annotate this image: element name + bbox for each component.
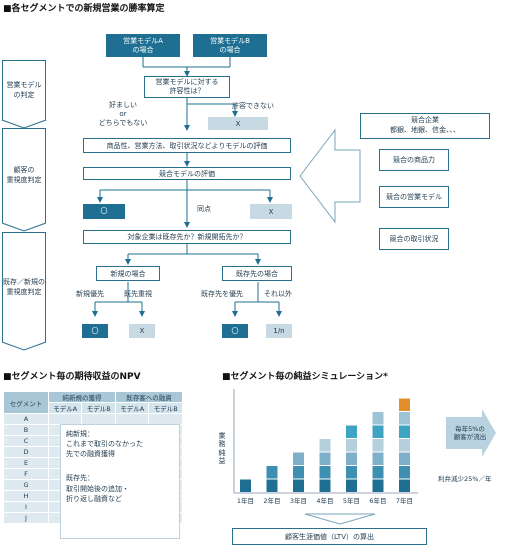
competitors-list: 都銀、地銀、信金、、、 bbox=[390, 126, 460, 134]
other-one-over-n: 1/n bbox=[266, 324, 292, 338]
x-tick-label: 6年目 bbox=[369, 496, 386, 505]
diagram-title: ■各セグメントでの新規営業の勝率算定 bbox=[3, 4, 165, 14]
bar-segment bbox=[293, 466, 304, 479]
bar-segment bbox=[372, 439, 384, 452]
existing-emphasis-label: 既先重視 bbox=[124, 290, 152, 298]
ltv-arrow bbox=[304, 513, 376, 525]
bar-segment bbox=[399, 479, 410, 492]
sub-header: モデルB bbox=[148, 402, 183, 414]
bar-segment bbox=[346, 466, 357, 479]
group-header-existing: 既存客への融資 bbox=[114, 391, 184, 403]
new-priority-circle: 〇 bbox=[82, 324, 108, 338]
bar-segment bbox=[399, 452, 410, 465]
sub-header: モデルA bbox=[114, 402, 150, 414]
tie-label: 同点 bbox=[197, 205, 211, 213]
chart-ylabel: 業 務 純 益 bbox=[218, 432, 226, 466]
stage-customer-priority: 顧客の 重視度判定 bbox=[2, 128, 46, 223]
row-label: F bbox=[3, 468, 49, 480]
x-tick-label: 7年目 bbox=[396, 496, 413, 505]
stage-chevrons bbox=[1, 119, 47, 351]
bar-segment bbox=[399, 466, 410, 479]
sub-header: モデルB bbox=[81, 402, 116, 414]
bar-segment bbox=[399, 398, 410, 411]
competitors-box: 競合企業 都銀、地銀、信金、、、 bbox=[360, 113, 490, 139]
x-tick-label: 4年目 bbox=[316, 496, 333, 505]
row-label: C bbox=[3, 435, 49, 447]
simulation-chart: 1年目 2年目 3年目 4年目 5年目 6年目 7年目 bbox=[233, 389, 496, 505]
simulation-title: ■セグメント毎の純益シミュレーション* bbox=[222, 372, 388, 382]
new-case-box: 新規の場合 bbox=[96, 266, 160, 281]
row-label: G bbox=[3, 479, 49, 491]
competitor-input-arrow bbox=[299, 128, 361, 224]
segment-header: セグメント bbox=[3, 391, 49, 414]
stage-existing-new-priority: 既存／新規の 重視度判定 bbox=[2, 232, 46, 342]
bar-segment bbox=[372, 479, 384, 492]
bar-segment bbox=[240, 479, 251, 492]
bar-segment bbox=[399, 439, 410, 452]
bar-segment bbox=[346, 439, 357, 452]
bar-segment bbox=[293, 479, 304, 492]
decline-label: 利弁減少25%／年 bbox=[438, 475, 492, 483]
model-evaluation-box: 商品性、営業方法、取引状況などよりモデルの評価 bbox=[83, 138, 291, 153]
tolerance-question: 営業モデルに対する 許容性は？ bbox=[144, 76, 230, 98]
bar-segment bbox=[372, 412, 384, 425]
bar-segment bbox=[372, 452, 384, 465]
bar-segment bbox=[319, 479, 331, 492]
not-tolerable-label: 許容できない bbox=[232, 102, 274, 110]
new-priority-label: 新規優先 bbox=[76, 290, 104, 298]
existing-first-label: 既存先を優先 bbox=[201, 290, 243, 298]
stage-model-judgement: 営業モデル の判定 bbox=[2, 60, 46, 120]
note-existing: 既存先： 取引開始後の追加・ 折り返し融資など bbox=[66, 474, 129, 503]
model-a-box: 営業モデルA の場合 bbox=[106, 34, 180, 57]
outflow-arrow bbox=[446, 409, 496, 457]
bar-segment bbox=[346, 452, 357, 465]
bar-segment bbox=[399, 425, 410, 438]
row-label: H bbox=[3, 490, 49, 502]
bar-segment bbox=[372, 466, 384, 479]
row-label: B bbox=[3, 424, 49, 436]
x-tick-label: 2年目 bbox=[263, 496, 280, 505]
lose-cross-box: X bbox=[250, 204, 292, 219]
npv-notes: 純新規： これまで取引のなかった 先での融資獲得 既存先： 取引開始後の追加・ … bbox=[60, 424, 180, 539]
competitor-transactions-box: 競合の取引状況 bbox=[379, 228, 449, 250]
competitor-sales-model-box: 競合の営業モデル bbox=[379, 186, 449, 208]
group-header-new: 純新規の獲得 bbox=[48, 391, 116, 403]
bar-segment bbox=[319, 452, 331, 465]
existing-emphasis-cross: X bbox=[129, 324, 155, 338]
win-circle-box: 〇 bbox=[83, 204, 125, 219]
npv-title: ■セグメント毎の期待収益のNPV bbox=[3, 372, 141, 382]
bar-segment bbox=[319, 439, 331, 452]
note-new: 純新規： これまで取引のなかった 先での融資獲得 bbox=[66, 430, 143, 459]
bar-segment bbox=[346, 479, 357, 492]
ltv-box: 顧客生涯価値（LTV）の算出 bbox=[232, 528, 427, 545]
bar-segment bbox=[319, 466, 331, 479]
row-label: J bbox=[3, 512, 49, 524]
row-label: D bbox=[3, 446, 49, 458]
row-label: I bbox=[3, 501, 49, 513]
bar-segment bbox=[399, 412, 410, 425]
x-tick-label: 1年目 bbox=[237, 496, 254, 505]
other-label: それ以外 bbox=[264, 290, 292, 298]
x-tick-label: 5年目 bbox=[343, 496, 360, 505]
bar-segment bbox=[293, 452, 304, 465]
competitors-title: 競合企業 bbox=[411, 116, 439, 125]
competitor-evaluation-box: 競合モデルの評価 bbox=[83, 167, 291, 180]
row-label: E bbox=[3, 457, 49, 469]
target-question-box: 対象企業は既存先か？新規開拓先か？ bbox=[83, 230, 291, 244]
existing-case-box: 既存先の場合 bbox=[222, 266, 292, 281]
bar-segment bbox=[266, 466, 278, 479]
bar-segment bbox=[266, 479, 278, 492]
flow-connectors bbox=[92, 57, 361, 317]
sub-header: モデルA bbox=[47, 402, 83, 414]
competitor-product-box: 競合の商品力 bbox=[379, 149, 449, 171]
x-tick-label: 3年目 bbox=[290, 496, 307, 505]
preferable-label: 好ましい or どちらでもない bbox=[98, 101, 148, 127]
row-label: A bbox=[3, 413, 49, 425]
bar-segment bbox=[372, 425, 384, 438]
outflow-label: 毎年5%の 顧客が流出 bbox=[453, 425, 487, 442]
reject-cross-box: X bbox=[208, 117, 268, 130]
existing-first-circle: 〇 bbox=[222, 324, 248, 338]
model-b-box: 営業モデルB の場合 bbox=[193, 34, 267, 57]
bar-segment bbox=[346, 425, 357, 438]
